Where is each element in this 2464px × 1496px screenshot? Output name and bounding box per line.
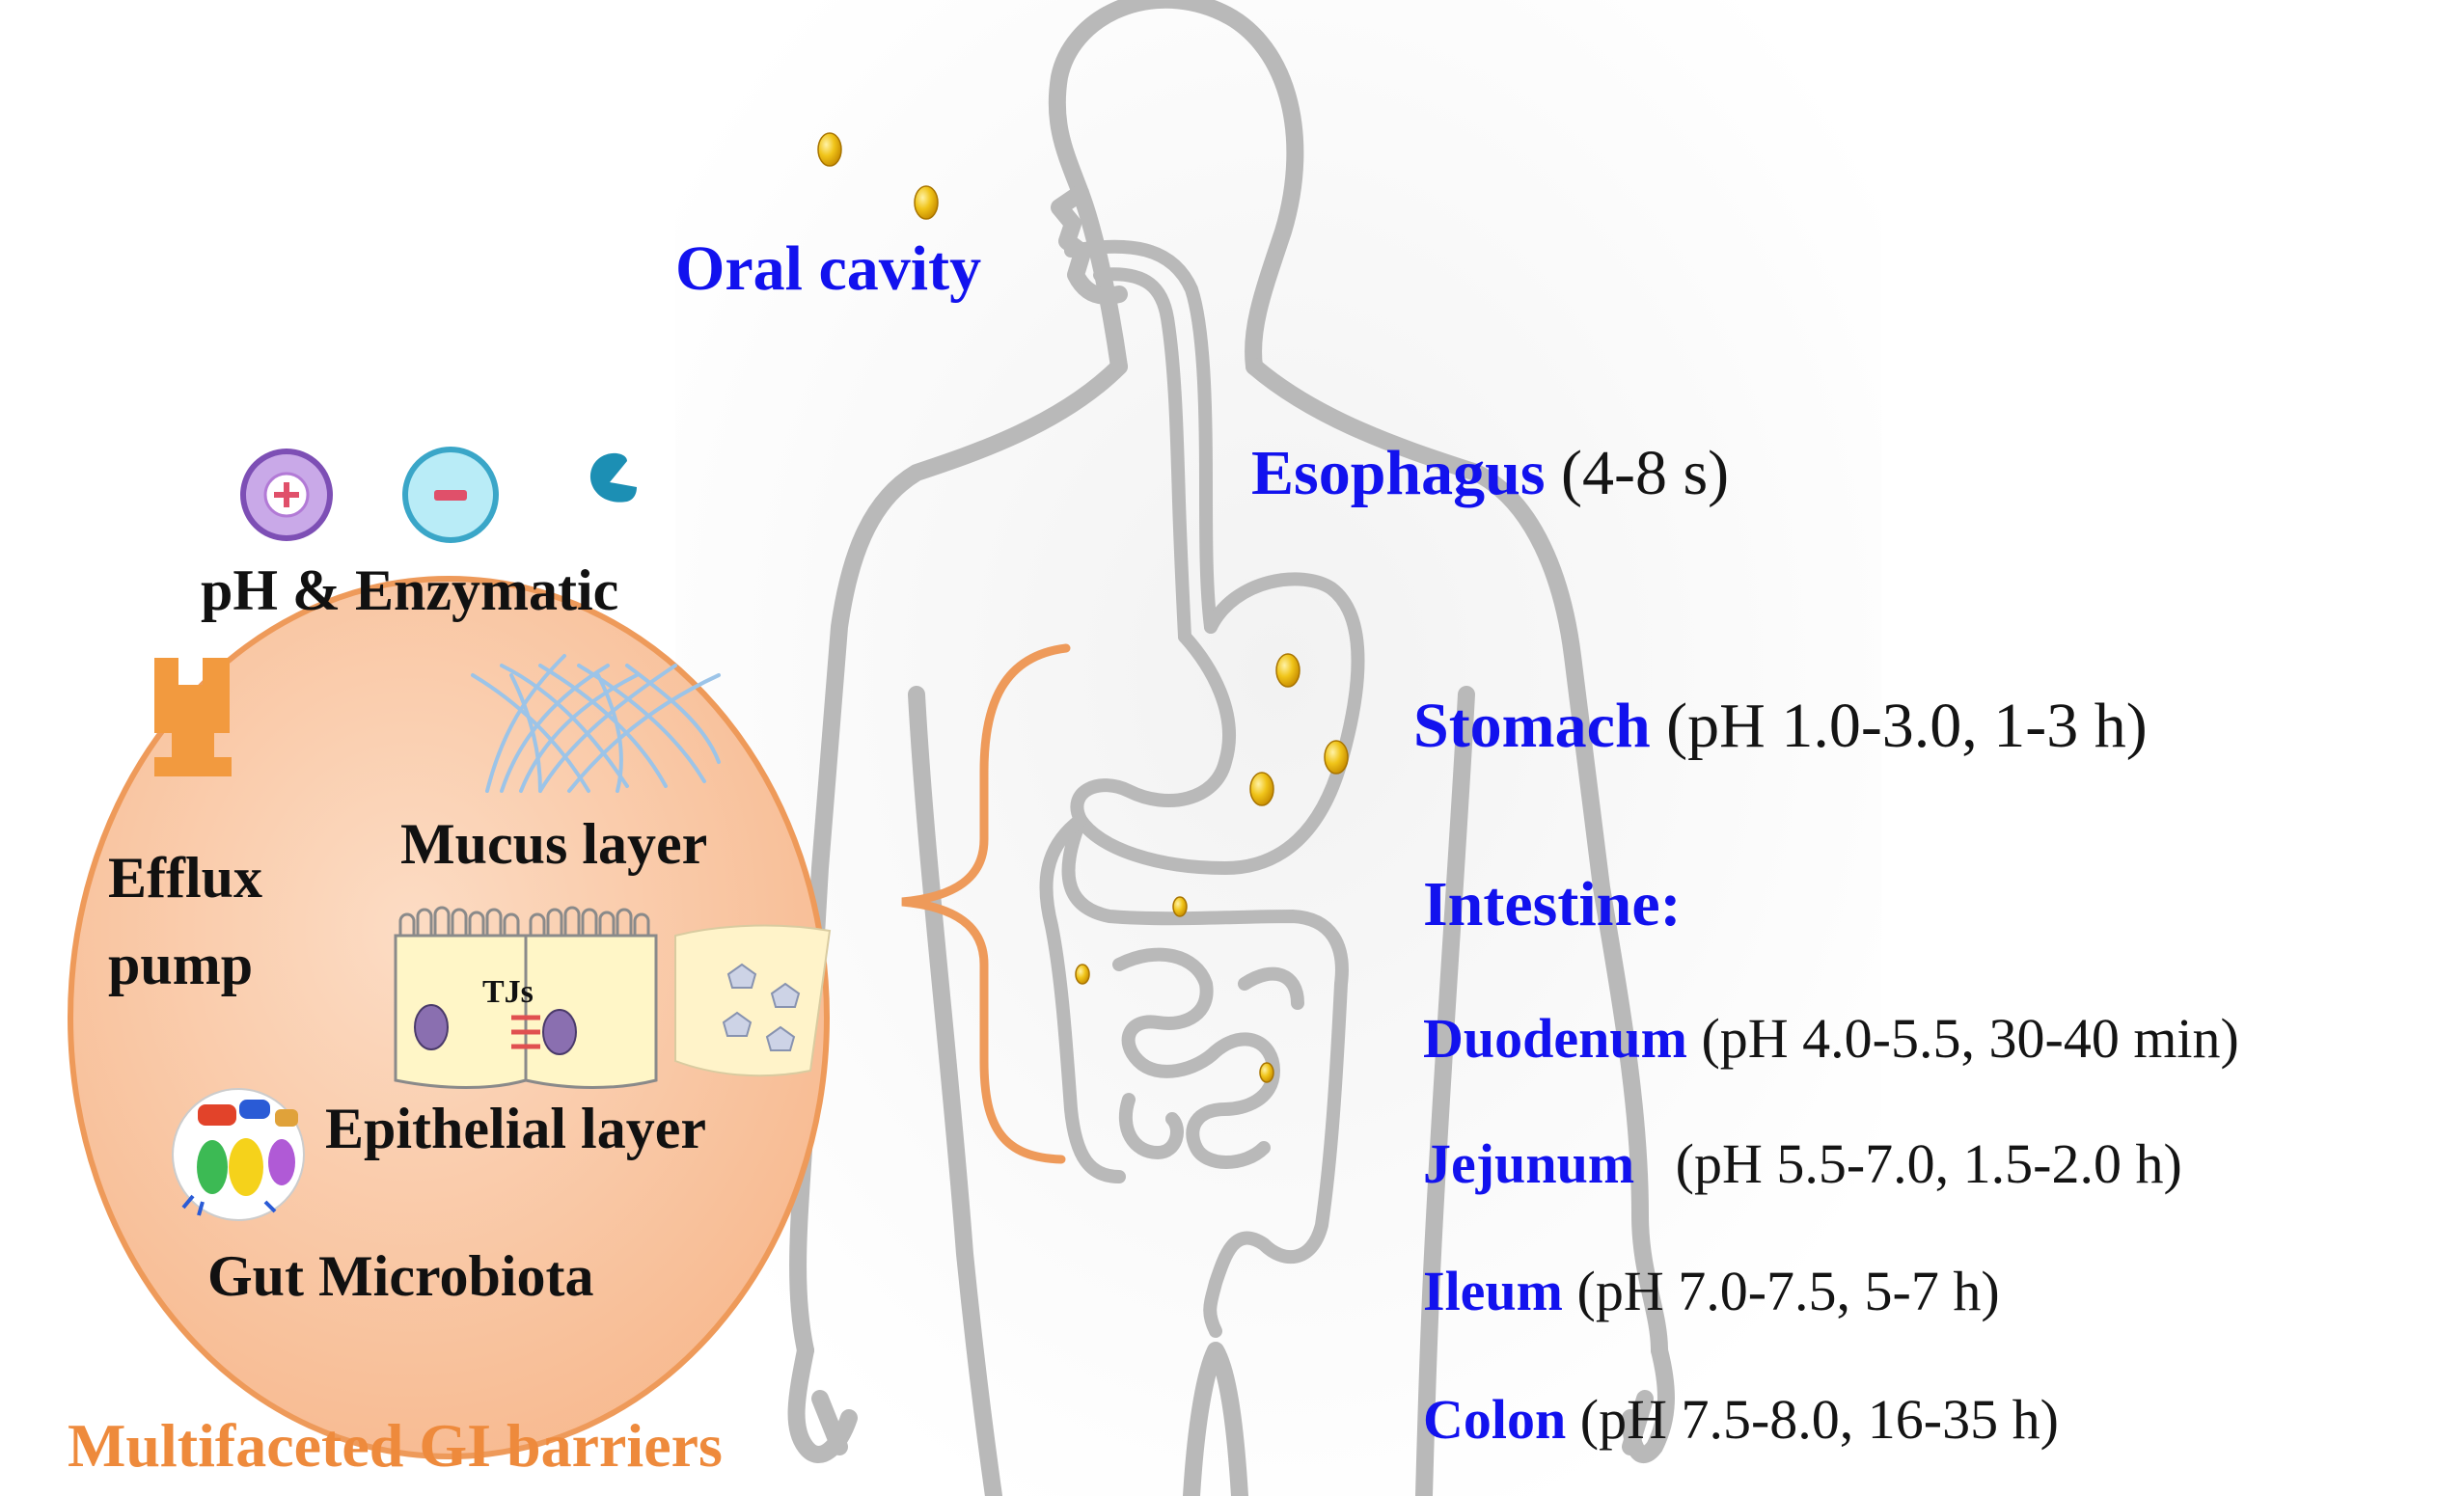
drug-particles bbox=[817, 132, 1349, 1083]
stomach-row: Stomach (pH 1.0-3.0, 1-3 h) bbox=[1413, 694, 2148, 758]
epithelial-layer-label: Epithelial layer bbox=[325, 1097, 706, 1160]
oral-cavity-label: Oral cavity bbox=[675, 233, 982, 304]
epithelial-cells-icon bbox=[394, 906, 832, 1089]
colon-detail: (pH 7.5-8.0, 16-35 h) bbox=[1579, 1388, 2059, 1451]
esophagus-label: Esophagus bbox=[1251, 438, 1546, 508]
efflux-pump-icon bbox=[154, 658, 232, 776]
ileum-label: Ileum bbox=[1423, 1260, 1563, 1322]
enzyme-icon bbox=[589, 452, 637, 503]
duodenum-detail: (pH 4.0-5.5, 30-40 min) bbox=[1701, 1007, 2239, 1070]
duodenum-row: Duodenum (pH 4.0-5.5, 30-40 min) bbox=[1423, 1011, 2239, 1067]
digestive-tract bbox=[1039, 239, 1365, 1338]
body-outline bbox=[787, 0, 1675, 1496]
jejunum-detail: (pH 5.5-7.0, 1.5-2.0 h) bbox=[1675, 1132, 2182, 1195]
gut-microbiota-icon bbox=[172, 1088, 305, 1221]
pump-label: pump bbox=[108, 933, 254, 996]
esophagus-row: Esophagus (4-8 s) bbox=[1251, 442, 1729, 505]
jejunum-row: Jejunum (pH 5.5-7.0, 1.5-2.0 h) bbox=[1423, 1136, 2182, 1192]
mucus-layer-label: Mucus layer bbox=[400, 812, 708, 876]
jejunum-label: Jejunum bbox=[1423, 1132, 1635, 1195]
negative-charge-icon bbox=[402, 447, 499, 543]
positive-charge-icon bbox=[240, 449, 333, 541]
mucus-fibers-icon bbox=[471, 654, 721, 793]
tjs-label: TJs bbox=[482, 974, 534, 1010]
stomach-detail: (pH 1.0-3.0, 1-3 h) bbox=[1666, 691, 2148, 761]
duodenum-label: Duodenum bbox=[1423, 1007, 1687, 1070]
colon-label: Colon bbox=[1423, 1388, 1567, 1451]
stomach-label: Stomach bbox=[1413, 691, 1651, 761]
ileum-detail: (pH 7.0-7.5, 5-7 h) bbox=[1576, 1260, 2000, 1322]
intestine-label: Intestine: bbox=[1423, 869, 1682, 939]
barriers-title: Multifaceted GI barriers bbox=[68, 1411, 723, 1480]
ileum-row: Ileum (pH 7.0-7.5, 5-7 h) bbox=[1423, 1264, 2000, 1319]
bracket bbox=[901, 643, 1071, 1164]
esophagus-detail: (4-8 s) bbox=[1561, 438, 1730, 508]
colon-row: Colon (pH 7.5-8.0, 16-35 h) bbox=[1423, 1392, 2059, 1448]
gut-microbiota-label: Gut Microbiota bbox=[207, 1244, 594, 1308]
ph-enzymatic-label: pH & Enzymatic bbox=[201, 558, 619, 622]
efflux-label: Efflux bbox=[108, 846, 263, 910]
